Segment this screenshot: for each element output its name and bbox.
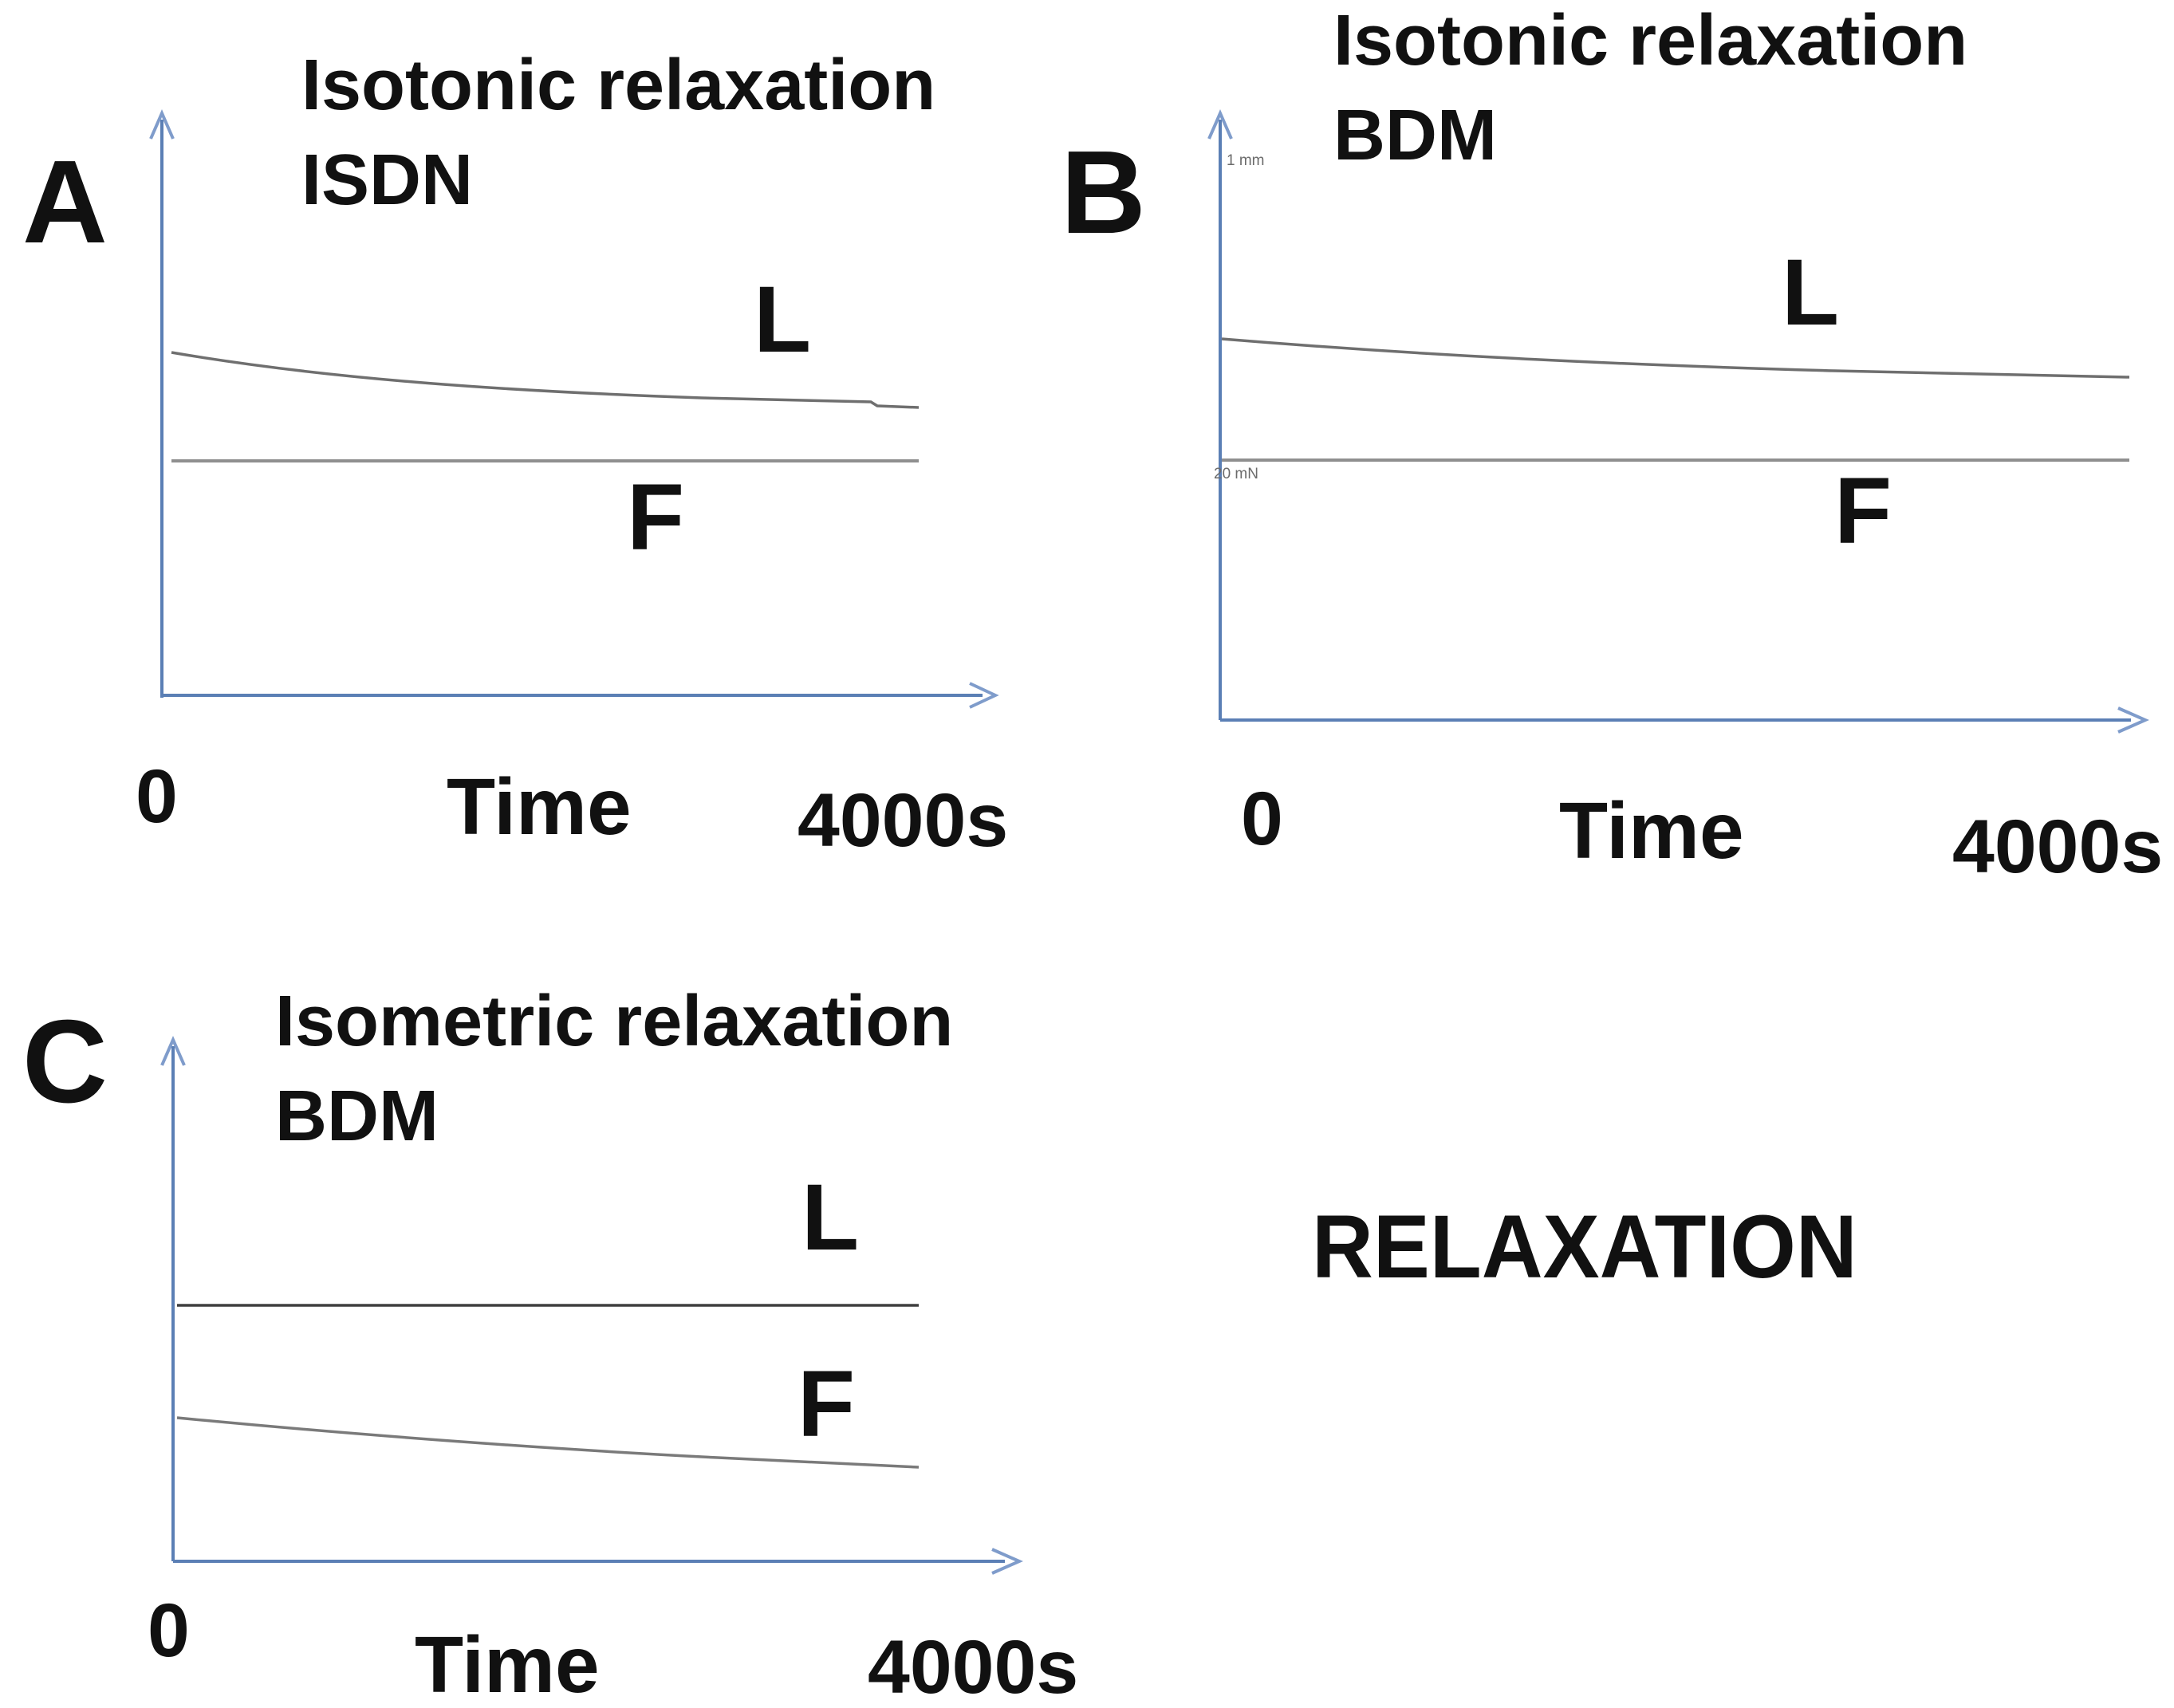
relaxation-heading: RELAXATION	[1312, 1197, 1857, 1297]
y-axis-arrow-icon	[149, 109, 175, 140]
x-axis-arrow-icon	[969, 682, 999, 709]
x-axis-arrow-icon	[2117, 706, 2149, 734]
panel-b-l-label: L	[1782, 240, 1840, 345]
panel-b-force-scale-label: 20 mN	[1214, 466, 1258, 482]
panel-b-f-label: F	[1834, 458, 1892, 564]
panel-b-title: Isotonic relaxation BDM	[1333, 0, 1967, 183]
panel-b-label: B	[1061, 127, 1146, 258]
panel-c-x-origin-label: 0	[148, 1588, 190, 1673]
panel-c-label: C	[22, 996, 108, 1128]
panel-a-x-axis-label: Time	[447, 762, 632, 852]
panel-a-x-origin-label: 0	[136, 754, 178, 839]
panel-c-l-label: L	[801, 1165, 860, 1270]
panel-a-plot	[149, 109, 999, 709]
panel-a-x-end-label: 4000s	[798, 778, 1009, 863]
panel-a-label: A	[22, 136, 108, 268]
panel-a-title: Isotonic relaxation ISDN	[301, 38, 935, 228]
panel-b-plot	[1207, 109, 2149, 734]
panel-a-f-label: F	[627, 465, 685, 570]
panel-b-title-line2: BDM	[1333, 95, 1497, 175]
panel-c-title-line1: Isometric relaxation	[275, 982, 954, 1061]
panel-b-title-line1: Isotonic relaxation	[1333, 1, 1968, 81]
f-trace	[176, 1416, 920, 1469]
panel-a-title-line1: Isotonic relaxation	[301, 45, 936, 125]
panel-b-x-origin-label: 0	[1241, 777, 1283, 861]
panel-b-x-end-label: 4000s	[1952, 805, 2164, 889]
x-axis-arrow-icon	[991, 1548, 1023, 1575]
panel-c-x-end-label: 4000s	[868, 1625, 1079, 1708]
panel-b-x-axis-label: Time	[1559, 786, 1744, 876]
panel-c-f-label: F	[798, 1352, 856, 1457]
l-trace	[1221, 337, 2130, 379]
panel-c-title: Isometric relaxation BDM	[275, 974, 953, 1164]
panel-a-title-line2: ISDN	[301, 140, 474, 220]
panel-a-l-label: L	[754, 267, 812, 372]
panel-c-plot	[160, 1036, 1023, 1575]
panel-c-x-axis-label: Time	[415, 1620, 600, 1708]
panel-c-title-line2: BDM	[275, 1076, 439, 1156]
y-axis-arrow-icon	[1207, 109, 1233, 140]
y-axis-arrow-icon	[160, 1036, 186, 1066]
panel-b-length-scale-label: 1 mm	[1227, 152, 1265, 169]
l-trace	[171, 351, 920, 409]
